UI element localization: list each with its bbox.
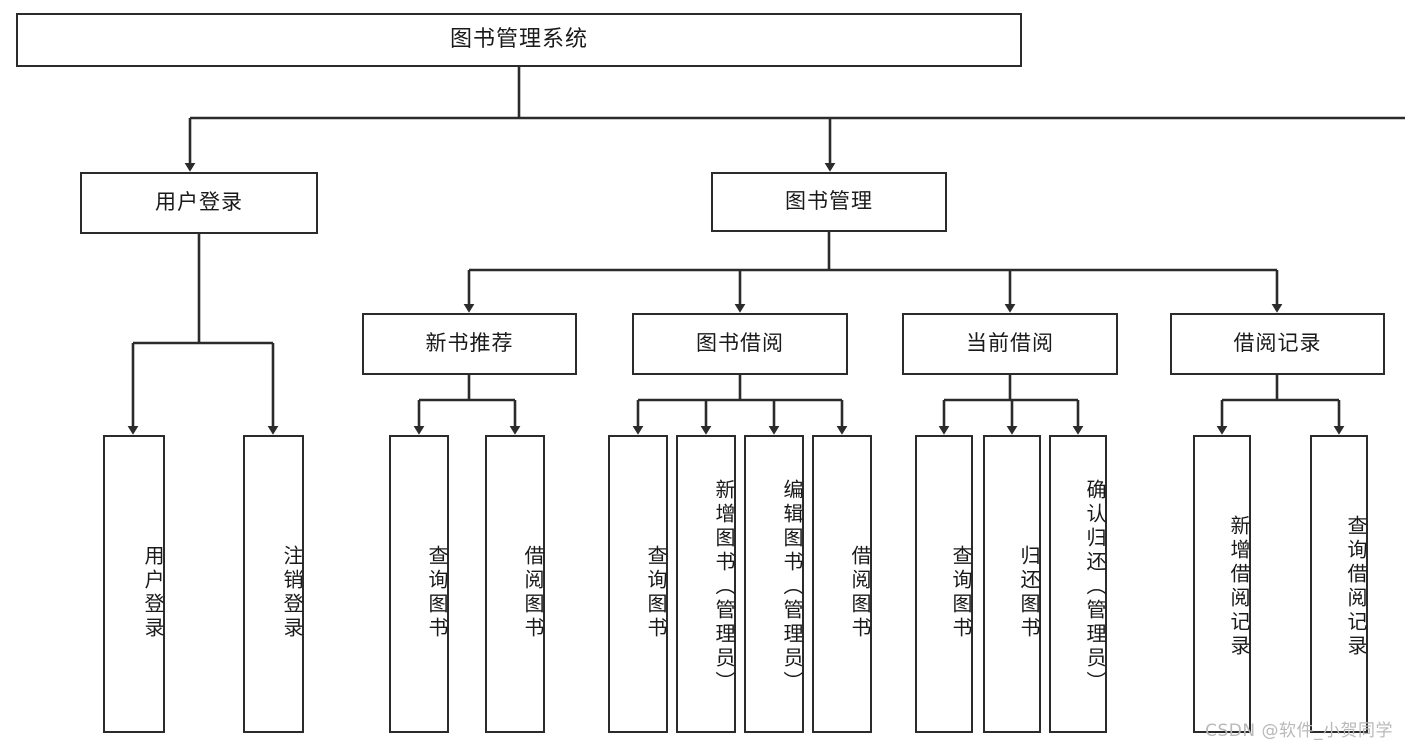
node-record-query-label: 查询借阅记录 (1344, 515, 1368, 659)
node-borrow-edit-book[interactable]: 编辑图书（管理员） (744, 435, 804, 733)
node-book-manage[interactable]: 图书管理 (711, 172, 947, 232)
node-borrow-query-book-label: 查询图书 (644, 545, 668, 641)
node-new-book-recommend-label: 新书推荐 (425, 331, 514, 356)
node-borrow-borrow-book[interactable]: 借阅图书 (812, 435, 872, 733)
node-record-add[interactable]: 新增借阅记录 (1193, 435, 1251, 733)
node-record-add-label: 新增借阅记录 (1227, 515, 1251, 659)
node-current-confirm-return[interactable]: 确认归还（管理员） (1049, 435, 1107, 733)
node-current-query-book[interactable]: 查询图书 (915, 435, 973, 733)
node-current-confirm-return-label: 确认归还（管理员） (1083, 479, 1107, 695)
node-user-logout[interactable]: 注销登录 (243, 435, 304, 733)
node-root-label: 图书管理系统 (449, 26, 588, 52)
node-book-borrow[interactable]: 图书借阅 (632, 313, 848, 375)
node-user-login-do[interactable]: 用户登录 (103, 435, 165, 733)
watermark: CSDN @软件_小贺同学 (1205, 721, 1393, 741)
node-record-query[interactable]: 查询借阅记录 (1310, 435, 1368, 733)
node-borrow-record-label: 借阅记录 (1233, 331, 1322, 356)
node-book-borrow-label: 图书借阅 (696, 331, 784, 356)
node-borrow-query-book[interactable]: 查询图书 (608, 435, 668, 733)
node-book-manage-label: 图书管理 (785, 189, 873, 214)
node-user-login[interactable]: 用户登录 (80, 172, 318, 234)
node-borrow-edit-book-label: 编辑图书（管理员） (780, 479, 804, 695)
node-borrow-add-book[interactable]: 新增图书（管理员） (676, 435, 736, 733)
node-current-query-book-label: 查询图书 (949, 545, 973, 641)
node-user-login-do-label: 用户登录 (141, 545, 165, 641)
node-recommend-query-book-label: 查询图书 (425, 545, 449, 641)
node-user-login-label: 用户登录 (155, 190, 243, 215)
node-borrow-record[interactable]: 借阅记录 (1170, 313, 1385, 375)
node-current-return-book-label: 归还图书 (1017, 545, 1041, 641)
node-current-return-book[interactable]: 归还图书 (983, 435, 1041, 733)
node-current-borrow[interactable]: 当前借阅 (902, 313, 1118, 375)
node-recommend-query-book[interactable]: 查询图书 (389, 435, 449, 733)
node-new-book-recommend[interactable]: 新书推荐 (362, 313, 577, 375)
node-borrow-borrow-book-label: 借阅图书 (848, 545, 872, 641)
node-root[interactable]: 图书管理系统 (16, 13, 1022, 67)
node-recommend-borrow-book-label: 借阅图书 (521, 545, 545, 641)
node-user-logout-label: 注销登录 (280, 545, 304, 641)
node-recommend-borrow-book[interactable]: 借阅图书 (485, 435, 545, 733)
node-borrow-add-book-label: 新增图书（管理员） (712, 479, 736, 695)
node-current-borrow-label: 当前借阅 (966, 331, 1054, 356)
